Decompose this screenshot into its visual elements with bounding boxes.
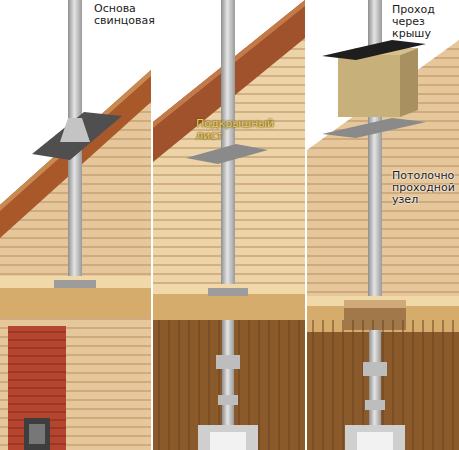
plank-line xyxy=(179,320,180,450)
log-line xyxy=(307,220,459,221)
plank-line xyxy=(299,320,300,450)
stove-front xyxy=(357,432,393,450)
ceiling-node-top xyxy=(344,300,406,308)
brick-line xyxy=(8,396,66,397)
plank-line xyxy=(453,320,454,450)
log-line xyxy=(307,274,459,275)
panel-lead-base xyxy=(0,0,151,450)
lower-pipe xyxy=(369,330,381,425)
part-label: Подкрышный лист xyxy=(196,118,258,142)
plank-lines xyxy=(159,320,299,450)
brick-line xyxy=(8,348,66,349)
stove-front xyxy=(210,432,246,450)
brick-line xyxy=(8,372,66,373)
plank-line xyxy=(259,320,260,450)
pipe-joint xyxy=(216,355,240,369)
plank-line xyxy=(443,320,444,450)
log-line xyxy=(307,148,459,149)
panel-roof-passage xyxy=(307,0,459,450)
part-label: Основа свинцовая xyxy=(94,3,152,27)
log-line xyxy=(307,202,459,203)
log-line xyxy=(0,364,151,365)
attic-floor-top xyxy=(0,276,151,288)
log-line xyxy=(307,238,459,239)
brick-stove xyxy=(8,326,66,450)
plank-line xyxy=(333,320,334,450)
log-wall xyxy=(307,0,459,450)
plank-line xyxy=(289,320,290,450)
lead-flashing xyxy=(32,112,122,160)
log-line xyxy=(0,319,151,320)
log-line xyxy=(307,139,459,140)
log-line xyxy=(307,166,459,167)
base-plate xyxy=(54,280,96,288)
lower-pipe xyxy=(222,320,234,425)
under-roof-sheet xyxy=(186,144,268,164)
brick-lines xyxy=(8,332,66,444)
brick-line xyxy=(8,332,66,333)
stove xyxy=(345,425,405,450)
part-label: Проход через крышу xyxy=(392,4,454,40)
base-plate xyxy=(208,288,248,296)
plank-line xyxy=(433,320,434,450)
plank-line xyxy=(189,320,190,450)
plank-line xyxy=(169,320,170,450)
brick-line xyxy=(8,404,66,405)
flashing-collar xyxy=(60,118,90,142)
sky xyxy=(307,0,459,150)
brick-line xyxy=(8,340,66,341)
brick-line xyxy=(8,364,66,365)
plank-line xyxy=(413,320,414,450)
pipe-joint xyxy=(363,362,387,376)
log-wall xyxy=(153,0,305,450)
plank-line xyxy=(269,320,270,450)
panel-under-roof-sheet xyxy=(153,0,305,450)
plank-line xyxy=(343,320,344,450)
plank-line xyxy=(423,320,424,450)
brick-line xyxy=(8,380,66,381)
top-plate xyxy=(322,40,426,60)
plank-line xyxy=(159,320,160,450)
passage-box-side xyxy=(400,48,418,117)
panel-divider xyxy=(305,0,307,450)
plank-line xyxy=(313,320,314,450)
bottom-plate xyxy=(322,118,426,138)
log-line xyxy=(0,436,151,437)
stove-door-glass xyxy=(29,424,45,444)
log-line xyxy=(307,265,459,266)
log-wall xyxy=(0,0,151,450)
pipe-joint xyxy=(218,395,238,405)
ceiling xyxy=(153,294,305,320)
log-line xyxy=(307,229,459,230)
log-line xyxy=(307,292,459,293)
stove-door xyxy=(24,418,50,450)
log-line xyxy=(307,247,459,248)
brick-line xyxy=(8,412,66,413)
log-line xyxy=(307,256,459,257)
plank-line xyxy=(279,320,280,450)
part-label: Потолочно проходной узел xyxy=(392,170,458,206)
panel-divider xyxy=(151,0,153,450)
log-line xyxy=(307,283,459,284)
brick-line xyxy=(8,388,66,389)
brick-line xyxy=(8,356,66,357)
lower-wall xyxy=(153,320,305,450)
attic-floor xyxy=(0,288,151,318)
passage-box xyxy=(338,55,400,117)
pipe-joint xyxy=(365,400,385,410)
log-line xyxy=(307,211,459,212)
log-line xyxy=(307,157,459,158)
plank-line xyxy=(323,320,324,450)
stove xyxy=(198,425,258,450)
plank-lines xyxy=(313,320,453,450)
